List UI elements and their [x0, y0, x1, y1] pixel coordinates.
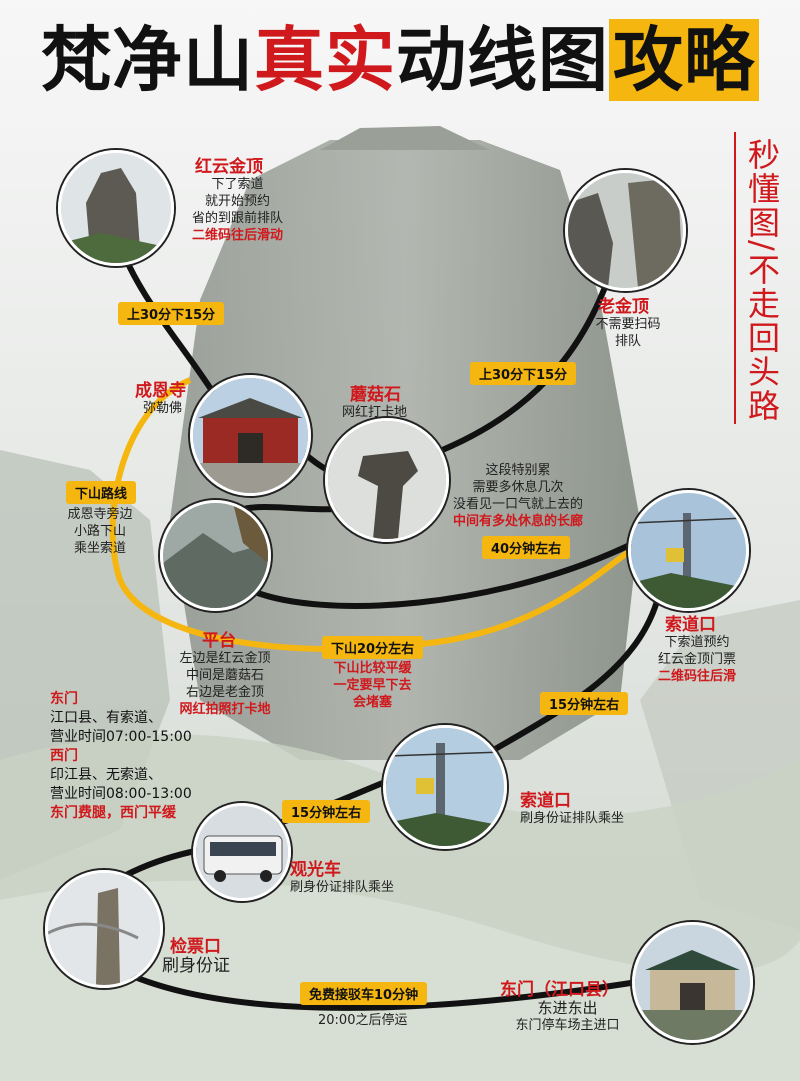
name-hongyun: 红云金顶 [195, 157, 263, 177]
time-pill: 40分钟左右 [482, 536, 571, 559]
desc-pingtai: 左边是红云金顶 中间是蘑菇石 右边是老金顶 网红拍照打卡地 [165, 650, 285, 718]
page-title: 梵净山真实动线图攻略 [0, 10, 800, 110]
route-pingtai-suodao [248, 537, 642, 609]
photo-mogu-stone [325, 418, 449, 542]
east-gate-line: 营业时间07:00-15:00 [50, 729, 192, 745]
title-part-1: 梵净山 [41, 19, 254, 101]
time-pill: 下山20分左右 [322, 636, 424, 659]
descent-note-line: 乘坐索道 [73, 541, 126, 556]
descent-note-line: 成恩寺旁边 [67, 507, 133, 522]
desc-jianpiao: 刷身份证 [162, 956, 230, 976]
name-dongmen: 东门（江口县） [500, 980, 619, 1000]
photo-ticket-gate [45, 870, 163, 988]
descent-warning-line: 下山比较平缓 [333, 661, 412, 676]
descent-note: 成恩寺旁边 小路下山 乘坐索道 [60, 506, 140, 557]
shuttle-pill: 免费接驳车10分钟 [300, 982, 428, 1005]
desc-hongyun-red: 二维码往后滑动 [191, 228, 283, 243]
desc-guanguang: 刷身份证排队乘坐 [290, 880, 395, 895]
photo-platform [160, 500, 271, 611]
photo-cableway-top [628, 490, 749, 611]
desc-dongmen: 东进东出 东门停车场主进口 [505, 1000, 630, 1034]
desc-suodao-top-line: 红云金顶门票 [657, 652, 736, 667]
east-gate-line: 江口县、有索道、 [50, 710, 162, 726]
name-suodao-top: 索道口 [665, 615, 716, 635]
title-part-2: 真实 [254, 19, 396, 101]
desc-pingtai-line: 中间是蘑菇石 [185, 668, 264, 683]
name-jianpiao: 检票口 [170, 937, 221, 957]
shuttle-note: 20:00之后停运 [318, 1013, 408, 1028]
name-chengen: 成恩寺 [135, 381, 186, 401]
descent-warning: 下山比较平缓 一定要早下去 会堵塞 [325, 660, 420, 711]
side-banner: 秒懂图/不走回头路 [734, 132, 784, 424]
desc-hongyun-line: 下了索道 [211, 177, 264, 192]
climb-note-line: 没看见一口气就上去的 [452, 497, 583, 512]
desc-dongmen-line: 东进东出 [537, 999, 598, 1017]
descent-route [109, 377, 642, 653]
time-pill: 上30分下15分 [470, 362, 577, 385]
photo-chengen-temple [190, 375, 311, 496]
west-gate-line: 印江县、无索道、 [50, 767, 162, 783]
climb-note-line: 这段特别累 [485, 463, 551, 478]
climb-note-red: 中间有多处休息的长廊 [452, 514, 583, 529]
descent-warning-line: 一定要早下去 [333, 678, 412, 693]
west-gate-heading: 西门 [50, 748, 78, 764]
name-mogu: 蘑菇石 [350, 385, 401, 405]
gates-summary: 东门费腿，西门平缓 [50, 805, 176, 821]
descent-route-pill: 下山路线 [66, 481, 137, 504]
gates-note: 东门 江口县、有索道、 营业时间07:00-15:00 西门 印江县、无索道、 … [50, 690, 192, 823]
desc-suodao-top: 下索道预约 红云金顶门票 二维码往后滑 [642, 634, 752, 685]
east-gate-heading: 东门 [50, 691, 78, 707]
desc-laojin-line: 不需要扫码 [595, 317, 661, 332]
name-suodao-bottom: 索道口 [520, 791, 571, 811]
photo-tour-bus [193, 803, 291, 901]
title-part-3: 动线图 [396, 19, 609, 101]
name-pingtai: 平台 [202, 631, 236, 651]
desc-laojin-line: 排队 [614, 334, 641, 349]
photo-east-gate [632, 922, 753, 1043]
photo-hongyun-jinding [58, 150, 174, 266]
desc-hongyun: 下了索道 就开始预约 省的到跟前排队 二维码往后滑动 [180, 176, 295, 244]
desc-dongmen-line: 东门停车场主进口 [515, 1018, 620, 1033]
route-suodao-suodao [458, 589, 663, 773]
descent-note-line: 小路下山 [73, 524, 126, 539]
climb-note: 这段特别累 需要多休息几次 没看见一口气就上去的 中间有多处休息的长廊 [448, 462, 588, 530]
desc-mogu: 网红打卡地 [342, 405, 408, 420]
descent-warning-line: 会堵塞 [352, 695, 392, 710]
route-jianpiao-dongmen [98, 957, 651, 1011]
desc-pingtai-line: 左边是红云金顶 [179, 651, 271, 666]
photo-cableway-bottom [383, 725, 507, 849]
desc-chengen: 弥勒佛 [143, 401, 183, 416]
desc-hongyun-line: 省的到跟前排队 [191, 211, 283, 226]
desc-laojin: 不需要扫码 排队 [588, 316, 668, 350]
name-laojin: 老金顶 [598, 297, 649, 317]
desc-suodao-top-red: 二维码往后滑 [657, 669, 736, 684]
time-pill: 15分钟左右 [282, 800, 371, 823]
desc-pingtai-red: 网红拍照打卡地 [179, 702, 271, 717]
side-text: 秒懂图/不走回头路 [743, 138, 781, 423]
desc-pingtai-line: 右边是老金顶 [185, 685, 264, 700]
photo-lao-jinding [565, 170, 686, 291]
climb-note-line: 需要多休息几次 [472, 480, 564, 495]
desc-hongyun-line: 就开始预约 [204, 194, 270, 209]
time-pill: 上30分下15分 [118, 302, 225, 325]
desc-suodao-top-line: 下索道预约 [664, 635, 730, 650]
title-part-4: 攻略 [609, 19, 759, 101]
west-gate-line: 营业时间08:00-13:00 [50, 786, 192, 802]
desc-suodao-bottom: 刷身份证排队乘坐 [520, 811, 625, 826]
name-guanguang: 观光车 [290, 860, 341, 880]
time-pill: 15分钟左右 [540, 692, 629, 715]
